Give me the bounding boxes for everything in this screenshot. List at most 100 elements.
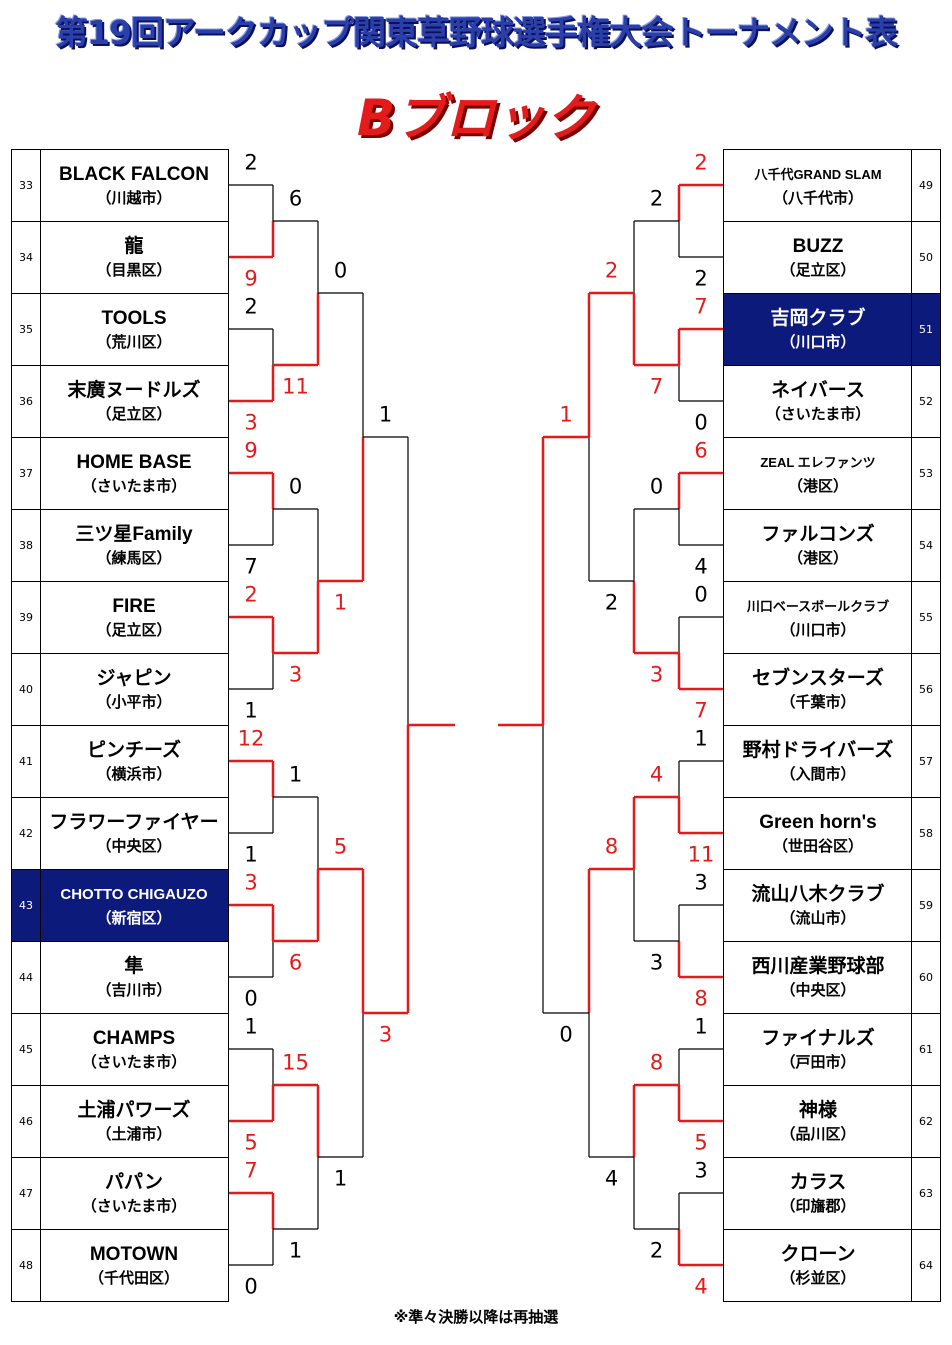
team-city: （千葉市） bbox=[780, 692, 856, 711]
seed-number: 59 bbox=[911, 870, 940, 941]
team-city: （川口市） bbox=[780, 332, 856, 351]
match-score: 3 bbox=[694, 870, 708, 895]
team-info: セブンスターズ（千葉市） bbox=[724, 654, 912, 725]
team-box-55: 55 川口ベースボールクラブ （川口市） bbox=[723, 581, 941, 654]
team-name: 西川産業野球部 bbox=[751, 955, 885, 977]
match-score: 7 bbox=[694, 698, 708, 723]
team-info: CHAMPS（さいたま市） bbox=[40, 1014, 228, 1085]
team-info: ファイナルズ（戸田市） bbox=[724, 1014, 912, 1085]
team-info: 西川産業野球部 （中央区） bbox=[724, 942, 912, 1013]
match-score: 0 bbox=[288, 474, 303, 499]
team-name: BUZZ bbox=[792, 235, 844, 257]
match-score: 5 bbox=[244, 1130, 258, 1155]
team-city: （品川区） bbox=[780, 1124, 856, 1143]
seed-number: 35 bbox=[12, 294, 41, 365]
team-city: （足立区） bbox=[780, 260, 856, 279]
team-name: TOOLS bbox=[101, 307, 167, 329]
match-score: 2 bbox=[244, 294, 258, 319]
match-score: 2 bbox=[649, 1238, 664, 1263]
match-score: 1 bbox=[694, 1014, 708, 1039]
seed-number: 55 bbox=[911, 582, 940, 653]
team-box-41: 41 ピンチーズ （横浜市） bbox=[11, 725, 229, 798]
seed-number: 38 bbox=[12, 510, 41, 581]
team-city: （足立区） bbox=[96, 620, 172, 639]
match-score: 2 bbox=[244, 582, 258, 607]
match-score: 5 bbox=[333, 834, 348, 859]
team-info: CHOTTO CHIGAUZO（新宿区） bbox=[40, 870, 228, 941]
team-box-39: 39 FIRE （足立区） bbox=[11, 581, 229, 654]
match-score: 0 bbox=[244, 986, 258, 1011]
seed-number: 61 bbox=[911, 1014, 940, 1085]
seed-number: 41 bbox=[12, 726, 41, 797]
team-name: 野村ドライバーズ bbox=[742, 739, 894, 761]
team-city: （目黒区） bbox=[96, 260, 172, 279]
match-score: 15 bbox=[282, 1050, 309, 1075]
match-score: 3 bbox=[694, 1158, 708, 1183]
match-score: 6 bbox=[694, 438, 708, 463]
match-score: 3 bbox=[378, 1022, 393, 1047]
match-score: 2 bbox=[604, 258, 619, 283]
team-name: カラス bbox=[789, 1171, 847, 1193]
match-score: 1 bbox=[244, 698, 258, 723]
match-score: 3 bbox=[244, 410, 258, 435]
seed-number: 44 bbox=[12, 942, 41, 1013]
team-info: HOME BASE（さいたま市） bbox=[40, 438, 228, 509]
match-score: 4 bbox=[694, 1274, 708, 1299]
team-name: 流山八木クラブ bbox=[751, 883, 885, 905]
match-score: 7 bbox=[694, 294, 708, 319]
team-name: 神様 bbox=[798, 1099, 837, 1121]
match-score: 4 bbox=[694, 554, 708, 579]
match-score: 11 bbox=[687, 842, 715, 867]
team-name: 末廣ヌードルズ bbox=[67, 379, 201, 401]
team-name: FIRE bbox=[112, 595, 156, 617]
team-box-62: 62 神様 （品川区） bbox=[723, 1085, 941, 1158]
seed-number: 40 bbox=[12, 654, 41, 725]
match-score: 9 bbox=[244, 438, 258, 463]
match-score: 4 bbox=[604, 1166, 619, 1191]
team-name: Green horn's bbox=[759, 811, 877, 833]
match-score: 2 bbox=[649, 186, 664, 211]
seed-number: 43 bbox=[12, 870, 41, 941]
team-city: （練馬区） bbox=[96, 548, 172, 567]
seed-number: 57 bbox=[911, 726, 940, 797]
team-name: ネイバース bbox=[771, 379, 865, 401]
match-score: 1 bbox=[288, 1238, 303, 1263]
seed-number: 46 bbox=[12, 1086, 41, 1157]
match-score: 1 bbox=[378, 402, 393, 427]
team-city: （川口市） bbox=[780, 620, 856, 639]
team-info: 流山八木クラブ（流山市） bbox=[724, 870, 912, 941]
team-info: ファルコンズ（港区） bbox=[724, 510, 912, 581]
team-city: （入間市） bbox=[780, 764, 856, 783]
team-name: 川口ベースボールクラブ bbox=[746, 598, 890, 614]
team-info: ZEAL エレファンツ（港区） bbox=[724, 438, 912, 509]
match-score: 5 bbox=[694, 1130, 708, 1155]
match-score: 2 bbox=[694, 150, 708, 175]
seed-number: 48 bbox=[12, 1230, 41, 1301]
seed-number: 54 bbox=[911, 510, 940, 581]
team-info: 隼（吉川市） bbox=[40, 942, 228, 1013]
team-info: ピンチーズ （横浜市） bbox=[40, 726, 228, 797]
seed-number: 39 bbox=[12, 582, 41, 653]
seed-number: 62 bbox=[911, 1086, 940, 1157]
team-city: （川越市） bbox=[96, 188, 172, 207]
team-city: （横浜市） bbox=[96, 764, 172, 783]
team-city: （中央区） bbox=[780, 980, 856, 999]
match-score: 1 bbox=[333, 590, 348, 615]
team-name: ピンチーズ bbox=[86, 739, 182, 761]
team-city: （杉並区） bbox=[780, 1268, 856, 1287]
team-city: （港区） bbox=[787, 476, 848, 495]
seed-number: 53 bbox=[911, 438, 940, 509]
team-city: （世田谷区） bbox=[772, 836, 863, 855]
